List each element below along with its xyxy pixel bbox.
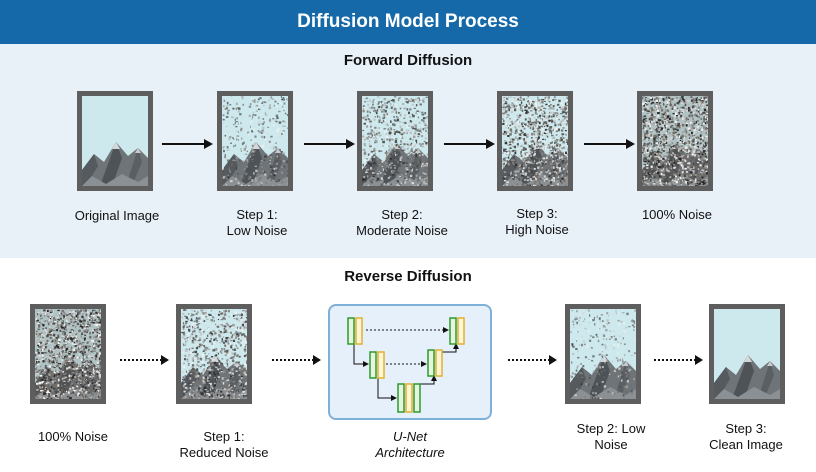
unet-diagram bbox=[347, 317, 465, 413]
reverse-arrow-2 bbox=[272, 355, 321, 365]
forward-caption-step3: Step 3: High Noise bbox=[477, 206, 597, 238]
forward-arrow-2 bbox=[304, 139, 355, 149]
unet-block bbox=[377, 351, 385, 379]
caption-line: High Noise bbox=[505, 222, 569, 237]
unet-block bbox=[449, 317, 457, 345]
forward-caption-step2: Step 2: Moderate Noise bbox=[337, 207, 467, 239]
reverse-caption-full-noise: 100% Noise bbox=[13, 429, 133, 445]
forward-step3-image bbox=[497, 91, 573, 191]
reverse-arrow-4 bbox=[654, 355, 703, 365]
caption-line: Step 1: bbox=[236, 207, 278, 222]
caption-line: U-Net bbox=[393, 429, 427, 444]
landscape-image bbox=[222, 96, 288, 186]
unet-block bbox=[397, 383, 405, 413]
caption-line: Noise bbox=[594, 437, 628, 452]
unet-block bbox=[435, 349, 443, 377]
forward-caption-step1: Step 1: Low Noise bbox=[197, 207, 317, 239]
caption-line: Step 2: Low bbox=[576, 421, 646, 436]
unet-up-2 bbox=[442, 343, 459, 353]
caption-line: Moderate Noise bbox=[356, 223, 448, 238]
forward-caption-original: Original Image bbox=[57, 208, 177, 224]
unet-block bbox=[457, 317, 465, 345]
unet-block bbox=[427, 349, 435, 377]
landscape-image bbox=[362, 96, 428, 186]
forward-arrow-4 bbox=[584, 139, 635, 149]
caption-line: Step 3: bbox=[516, 206, 558, 221]
page-title: Diffusion Model Process bbox=[0, 0, 816, 44]
unet-down-1 bbox=[353, 344, 369, 367]
unet-block bbox=[355, 317, 363, 345]
reverse-diffusion-title: Reverse Diffusion bbox=[344, 268, 472, 285]
landscape-image bbox=[181, 309, 247, 399]
unet-up-1 bbox=[416, 375, 437, 385]
caption-line: Clean Image bbox=[709, 437, 783, 452]
reverse-caption-step3: Step 3: Clean Image bbox=[686, 421, 806, 453]
reverse-caption-step1: Step 1: Reduced Noise bbox=[164, 429, 284, 461]
forward-diffusion-title: Forward Diffusion bbox=[343, 52, 473, 69]
reverse-step3-image bbox=[709, 304, 785, 404]
caption-line: Low Noise bbox=[226, 223, 288, 238]
unet-architecture-box bbox=[328, 304, 492, 420]
unet-block bbox=[413, 383, 421, 413]
unet-caption: U-Net Architecture bbox=[350, 429, 470, 461]
forward-arrow-1 bbox=[162, 139, 213, 149]
forward-original-image bbox=[77, 91, 153, 191]
reverse-step1-image bbox=[176, 304, 252, 404]
caption-line: Step 2: bbox=[381, 207, 423, 222]
caption-line: Original Image bbox=[74, 208, 160, 223]
forward-step2-image bbox=[357, 91, 433, 191]
unet-block bbox=[347, 317, 355, 345]
caption-line: Step 1: bbox=[203, 429, 245, 444]
landscape-image bbox=[714, 309, 780, 399]
landscape-image bbox=[502, 96, 568, 186]
reverse-caption-step2: Step 2: Low Noise bbox=[551, 421, 671, 453]
reverse-full-noise-image bbox=[30, 304, 106, 404]
unet-block bbox=[369, 351, 377, 379]
landscape-image bbox=[570, 309, 636, 399]
forward-caption-full-noise: 100% Noise bbox=[617, 207, 737, 223]
landscape-image bbox=[35, 309, 101, 399]
caption-line: Step 3: bbox=[725, 421, 767, 436]
reverse-arrow-1 bbox=[120, 355, 169, 365]
unet-block bbox=[405, 383, 413, 413]
forward-arrow-3 bbox=[444, 139, 495, 149]
forward-full-noise-image bbox=[637, 91, 713, 191]
landscape-image bbox=[642, 96, 708, 186]
unet-down-2 bbox=[377, 378, 397, 401]
reverse-step2-image bbox=[565, 304, 641, 404]
caption-line: Reduced Noise bbox=[179, 445, 269, 460]
forward-step1-image bbox=[217, 91, 293, 191]
reverse-arrow-3 bbox=[508, 355, 557, 365]
caption-line: Architecture bbox=[375, 445, 445, 460]
landscape-image bbox=[82, 96, 148, 186]
caption-line: 100% Noise bbox=[641, 207, 713, 222]
caption-line: 100% Noise bbox=[37, 429, 109, 444]
